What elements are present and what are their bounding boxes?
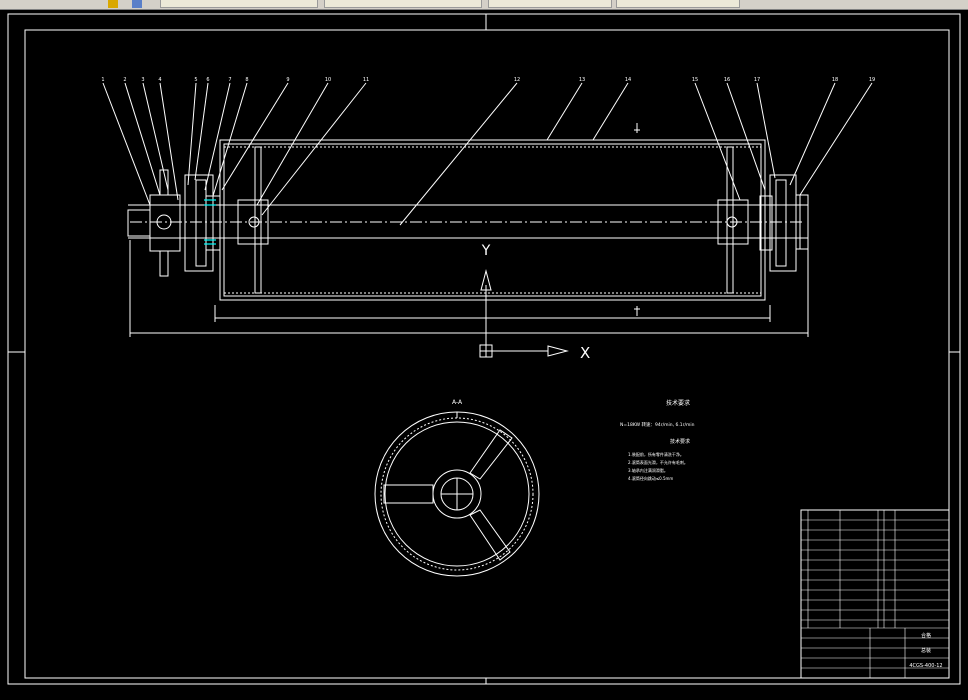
balloon-number: 10	[325, 77, 331, 83]
tech-subtitle: 技术要求	[670, 438, 690, 445]
cad-toolbar	[0, 0, 968, 10]
title-block-drawing-no: 4CGS-400-12	[909, 663, 942, 669]
title-block-material: 总装	[921, 647, 931, 654]
spoke-lower-right	[469, 509, 511, 561]
tech-title: 技术要求	[666, 399, 690, 407]
balloon-number: 3	[141, 77, 144, 83]
ucs-y-label: Y	[481, 243, 491, 259]
balloon-number: 9	[286, 77, 289, 83]
tech-note-4: 4.滚筒径向跳动≤0.5mm	[628, 475, 673, 481]
balloon-number: 4	[158, 77, 161, 83]
bearing-accents	[204, 199, 216, 245]
toolbar-settings-icon[interactable]	[132, 0, 142, 8]
toolbar-dropdown-linetype[interactable]	[324, 0, 482, 8]
balloon-number: 17	[754, 77, 760, 83]
spoke-upper-right	[469, 429, 513, 480]
toolbar-dropdown-lineweight[interactable]	[488, 0, 612, 8]
balloon-number: 19	[869, 77, 875, 83]
tech-note-3: 3.轴承内注满润滑脂。	[628, 467, 668, 473]
tech-params: N=18KW 转速：94r/min, 6.1r/min	[620, 421, 695, 428]
title-block	[800, 509, 950, 679]
balloon-number: 5	[194, 77, 197, 83]
balloon-number: 14	[625, 77, 631, 83]
left-end-disc	[254, 146, 262, 294]
balloon-number: 2	[123, 77, 126, 83]
toolbar-dropdown-style[interactable]	[616, 0, 740, 8]
balloon-number: 12	[514, 77, 520, 83]
tech-note-2: 2.滚筒表面光滑，不允许有毛刺。	[628, 459, 688, 465]
balloon-number: 1	[101, 77, 104, 83]
inner-frame	[24, 29, 950, 679]
left-flange	[149, 194, 181, 252]
balloon-number: 18	[832, 77, 838, 83]
drawing-canvas[interactable]: Y X A-A 技术要求 N=18KW 转速：94r/min, 6.1r/min…	[0, 10, 968, 696]
toolbar-tool-icon[interactable]	[108, 0, 118, 8]
toolbar-dropdown-layer[interactable]	[160, 0, 318, 8]
cad-drawing: Y X A-A 技术要求 N=18KW 转速：94r/min, 6.1r/min…	[7, 13, 961, 685]
section-a-a-view	[374, 411, 540, 577]
balloon-number: 6	[206, 77, 209, 83]
balloon-number: 7	[228, 77, 231, 83]
balloon-number: 15	[692, 77, 698, 83]
roller-assembly	[127, 123, 809, 337]
section-label: A-A	[452, 399, 463, 406]
right-shaft-end	[795, 194, 809, 250]
left-bearing-seat	[184, 174, 214, 272]
ucs-icon	[479, 269, 569, 358]
balloon-number: 16	[724, 77, 730, 83]
tech-note-1: 1.装配前，所有零件清洗干净。	[628, 451, 684, 457]
spoke-left	[383, 484, 434, 504]
title-block-name: 合格	[921, 632, 931, 639]
left-shaft-end	[127, 209, 151, 237]
outer-frame	[7, 13, 961, 685]
balloon-number: 8	[245, 77, 248, 83]
balloon-number: 11	[363, 77, 369, 83]
ucs-x-label: X	[580, 344, 590, 362]
right-bearing-seat	[769, 174, 797, 272]
balloon-number: 13	[579, 77, 585, 83]
leader-lines	[102, 82, 873, 226]
